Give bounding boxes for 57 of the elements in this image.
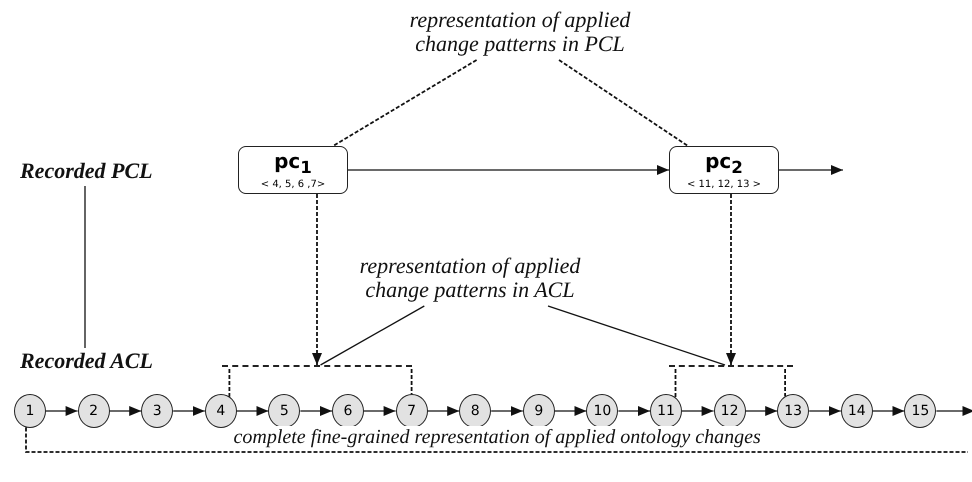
change-circle: 15 bbox=[904, 394, 936, 428]
dashed-arrow bbox=[726, 194, 736, 365]
dashed-arrow bbox=[312, 194, 322, 365]
change-circle: 3 bbox=[141, 394, 174, 428]
arrow bbox=[364, 406, 396, 416]
arrow bbox=[300, 406, 332, 416]
arrow bbox=[779, 165, 843, 175]
leader-line bbox=[332, 59, 478, 147]
dashed-line bbox=[228, 369, 230, 397]
change-circle: 6 bbox=[332, 394, 364, 428]
arrow bbox=[491, 406, 523, 416]
arrow bbox=[110, 406, 142, 416]
dashed-line bbox=[674, 369, 676, 398]
arrow bbox=[348, 165, 669, 175]
change-circle: 13 bbox=[777, 394, 810, 428]
leader-line bbox=[320, 305, 425, 366]
edge-label: complete fine-grained representation of applied ontology changes bbox=[234, 426, 761, 448]
change-circle: 8 bbox=[459, 394, 492, 428]
arrow bbox=[554, 406, 586, 416]
pattern-box bbox=[238, 146, 348, 194]
arrow bbox=[746, 406, 778, 416]
connector-line bbox=[84, 186, 86, 348]
element-list: < 4, 5, 6 ,7> bbox=[260, 178, 326, 190]
change-circle: 14 bbox=[840, 394, 873, 428]
arrow bbox=[682, 406, 714, 416]
arrow bbox=[428, 406, 460, 416]
bracket-line bbox=[222, 365, 412, 369]
arrow bbox=[46, 406, 78, 416]
change-circle: 10 bbox=[586, 394, 618, 428]
arrow bbox=[173, 406, 205, 416]
dashed-line bbox=[25, 428, 968, 453]
arrow bbox=[809, 406, 841, 416]
dashed-line bbox=[784, 369, 786, 396]
change-circle: 7 bbox=[396, 394, 428, 428]
change-circle: 2 bbox=[78, 394, 110, 428]
arrow bbox=[618, 406, 650, 416]
change-circle: 5 bbox=[268, 394, 300, 428]
pattern-box bbox=[669, 146, 779, 194]
row-label: Recorded ACL bbox=[20, 348, 150, 376]
annotation-text: representation of applied change patterns in PCL bbox=[395, 8, 645, 60]
arrow bbox=[236, 406, 268, 416]
annotation-text: representation of applied change patterns in ACL bbox=[345, 254, 595, 306]
change-circle: 9 bbox=[522, 394, 555, 428]
element-list: < 11, 12, 13 > bbox=[686, 178, 761, 190]
dashed-line bbox=[410, 369, 412, 394]
pattern-name: pc$_{1}$ bbox=[274, 150, 312, 178]
change-circle: 12 bbox=[714, 394, 746, 428]
bracket-line bbox=[669, 365, 793, 369]
change-circle: 11 bbox=[650, 394, 682, 428]
arrow bbox=[872, 406, 904, 416]
change-circle: 1 bbox=[14, 394, 46, 428]
change-circle: 4 bbox=[204, 394, 237, 428]
arrow bbox=[936, 406, 972, 416]
row-label: Recorded PCL bbox=[20, 158, 150, 186]
leader-line bbox=[548, 305, 726, 366]
pattern-name: pc$_{2}$ bbox=[705, 150, 743, 178]
leader-line bbox=[558, 59, 688, 147]
